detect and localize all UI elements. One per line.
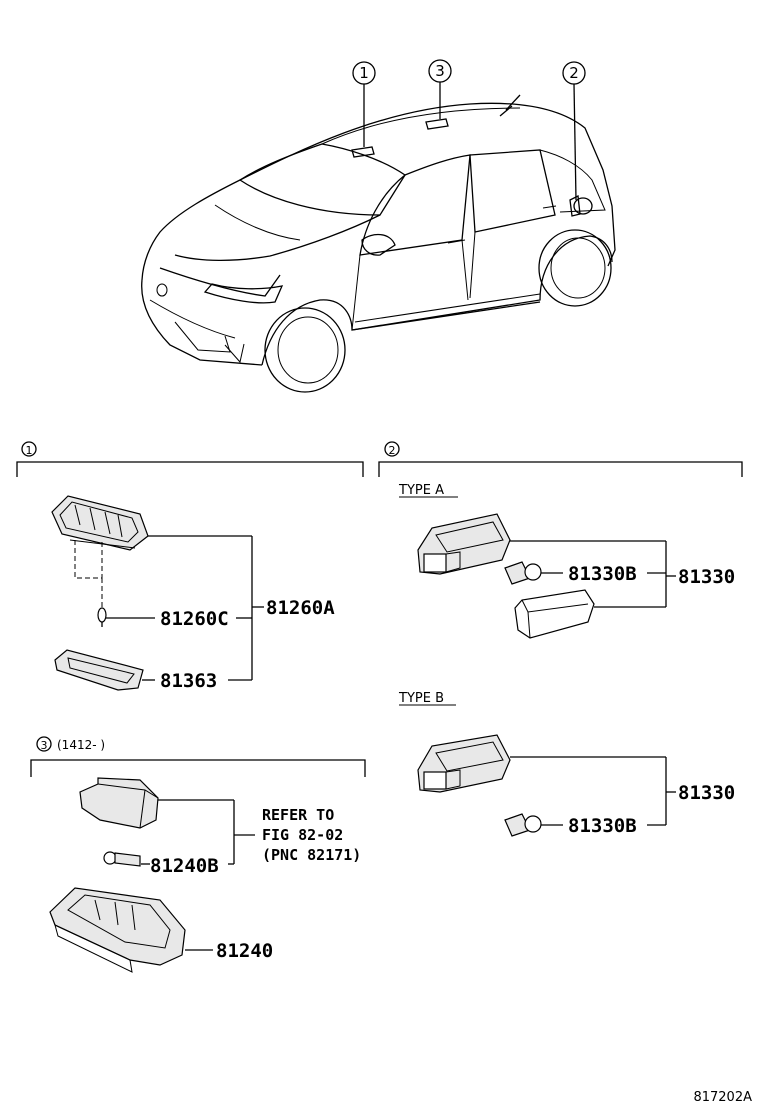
car-illustration bbox=[141, 94, 616, 393]
type-a-cover-drawing bbox=[514, 589, 595, 639]
refer-note-line-1: REFER TO bbox=[262, 806, 334, 824]
part-81363: 81363 bbox=[160, 670, 217, 692]
section-3-date-range: (1412- ) bbox=[57, 738, 105, 752]
svg-text:2: 2 bbox=[569, 64, 579, 82]
part-81260a: 81260A bbox=[266, 597, 335, 619]
part-81260c: 81260C bbox=[160, 608, 229, 630]
section-1-number: 1 bbox=[26, 444, 33, 457]
callout-2-car: 2 bbox=[562, 61, 586, 201]
callout-1-car: 1 bbox=[352, 61, 376, 147]
bulb-81260c-drawing bbox=[97, 607, 107, 627]
type-a-label: TYPE A bbox=[398, 483, 444, 498]
housing-81240-drawing bbox=[49, 887, 186, 973]
dome-lamp-assembly-drawing bbox=[51, 495, 149, 551]
type-b-lamp-drawing bbox=[417, 734, 511, 793]
section-2: 2 TYPE A 81330B 81330 TYPE B bbox=[378, 441, 743, 837]
type-a-lamp-drawing bbox=[417, 513, 511, 575]
part-81240: 81240 bbox=[216, 940, 273, 962]
svg-text:3: 3 bbox=[435, 62, 445, 80]
bulb-81240b-drawing bbox=[103, 851, 141, 867]
section-1: 1 81260C 81363 81260A bbox=[16, 441, 364, 692]
section-3: 3 (1412- ) 81240B 81240 REFER TO FIG 82-… bbox=[30, 736, 366, 973]
svg-text:1: 1 bbox=[359, 64, 369, 82]
lens-81363-drawing bbox=[54, 649, 144, 691]
refer-note-line-2: FIG 82-02 bbox=[262, 826, 343, 844]
section-2-number: 2 bbox=[389, 444, 396, 457]
part-81330-type-a: 81330 bbox=[678, 566, 735, 588]
type-a-bulb-drawing bbox=[504, 561, 542, 585]
type-b-label: TYPE B bbox=[398, 691, 444, 706]
part-81330-type-b: 81330 bbox=[678, 782, 735, 804]
section-3-number: 3 bbox=[41, 739, 48, 752]
part-81240b: 81240B bbox=[150, 855, 219, 877]
type-b-bulb-drawing bbox=[504, 813, 542, 837]
refer-note-line-3: (PNC 82171) bbox=[262, 846, 361, 864]
module-drawing bbox=[79, 777, 159, 829]
callout-3-car: 3 bbox=[428, 59, 452, 119]
figure-id: 817202A bbox=[693, 1090, 752, 1105]
part-81330b-type-b: 81330B bbox=[568, 815, 637, 837]
part-81330b-type-a: 81330B bbox=[568, 563, 637, 585]
